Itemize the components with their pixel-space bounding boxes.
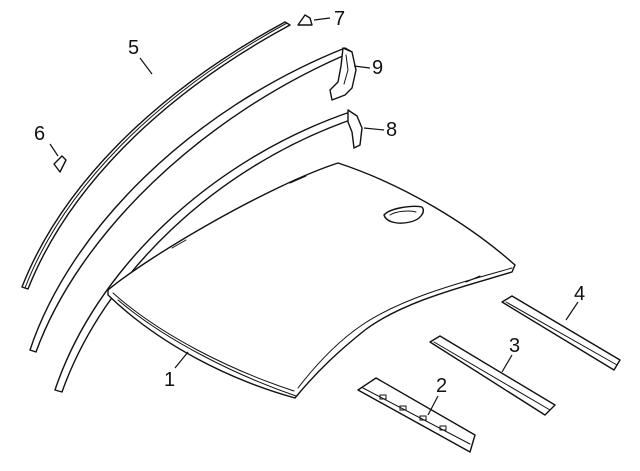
part-9-front-molding <box>29 47 357 353</box>
part-7-end-cap <box>297 14 313 26</box>
callout-6: 6 <box>34 123 45 145</box>
leader-lines <box>49 17 579 416</box>
callout-1: 1 <box>164 369 175 391</box>
callout-4: 4 <box>574 283 585 305</box>
callout-5: 5 <box>128 37 139 59</box>
part-6-clip <box>53 155 67 173</box>
part-2-front-header <box>357 377 476 453</box>
callout-9: 9 <box>372 57 383 79</box>
part-1-roof-panel <box>107 162 516 399</box>
part-3-roof-bow <box>429 335 556 416</box>
part-5-roof-molding <box>21 21 291 290</box>
callout-3: 3 <box>509 335 520 357</box>
callout-7: 7 <box>334 8 345 30</box>
callout-2: 2 <box>436 375 447 397</box>
callout-8: 8 <box>386 119 397 141</box>
part-4-rear-header <box>501 295 621 371</box>
